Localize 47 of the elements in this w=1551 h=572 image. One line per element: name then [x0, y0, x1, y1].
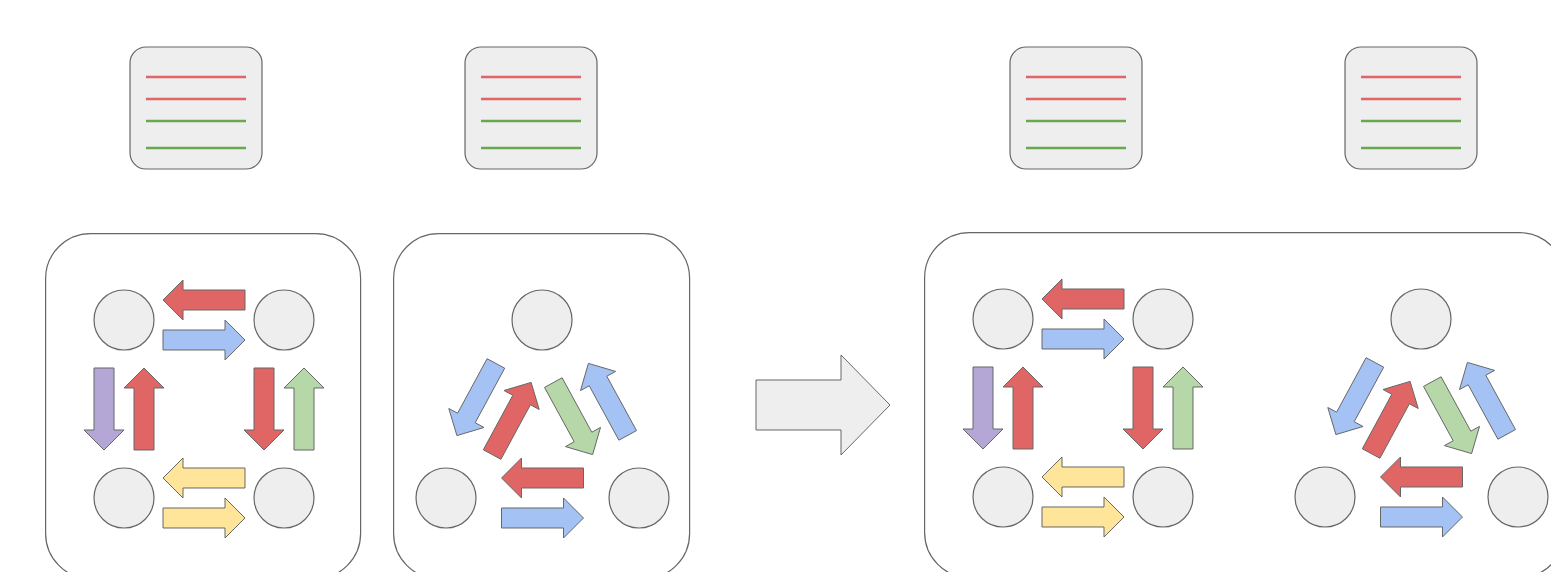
block-arrow [162, 319, 246, 361]
circle-node [511, 289, 573, 351]
circle-node [253, 467, 315, 529]
block-arrow [580, 362, 637, 441]
block-arrow [1122, 366, 1164, 450]
document-card [1344, 46, 1478, 170]
document-card [464, 46, 598, 170]
block-arrow [83, 367, 125, 451]
block-arrow [448, 358, 506, 437]
block-arrow [1361, 380, 1419, 459]
block-arrow [123, 367, 165, 451]
circle-node [1132, 466, 1194, 528]
block-arrow [1041, 318, 1125, 360]
circle-node [93, 467, 155, 529]
block-arrow [544, 377, 601, 456]
block-arrow [1380, 496, 1463, 538]
block-arrow [1423, 376, 1480, 455]
document-card [1009, 46, 1143, 170]
circle-node [253, 289, 315, 351]
block-arrow [1002, 366, 1044, 450]
circle-node [1294, 466, 1356, 528]
circle-node [1487, 466, 1549, 528]
circle-node [1390, 288, 1452, 350]
block-arrow [501, 497, 584, 539]
block-arrow [243, 367, 285, 451]
circle-node [972, 466, 1034, 528]
block-arrow [162, 497, 246, 539]
block-arrow [482, 381, 540, 460]
block-arrow [283, 367, 325, 451]
circle-node [415, 467, 477, 529]
block-arrow [1380, 456, 1463, 498]
circle-node [608, 467, 670, 529]
block-arrow [162, 457, 246, 499]
circle-node [93, 289, 155, 351]
large-arrow [755, 354, 891, 456]
document-card [129, 46, 263, 170]
circle-node [972, 288, 1034, 350]
block-arrow [1459, 361, 1516, 440]
block-arrow [501, 457, 584, 499]
block-arrow [1041, 456, 1125, 498]
circle-node [1132, 288, 1194, 350]
block-arrow [1162, 366, 1204, 450]
block-arrow [962, 366, 1004, 450]
block-arrow [1041, 496, 1125, 538]
block-arrow [1327, 357, 1385, 436]
block-arrow [1041, 278, 1125, 320]
block-arrow [162, 279, 246, 321]
